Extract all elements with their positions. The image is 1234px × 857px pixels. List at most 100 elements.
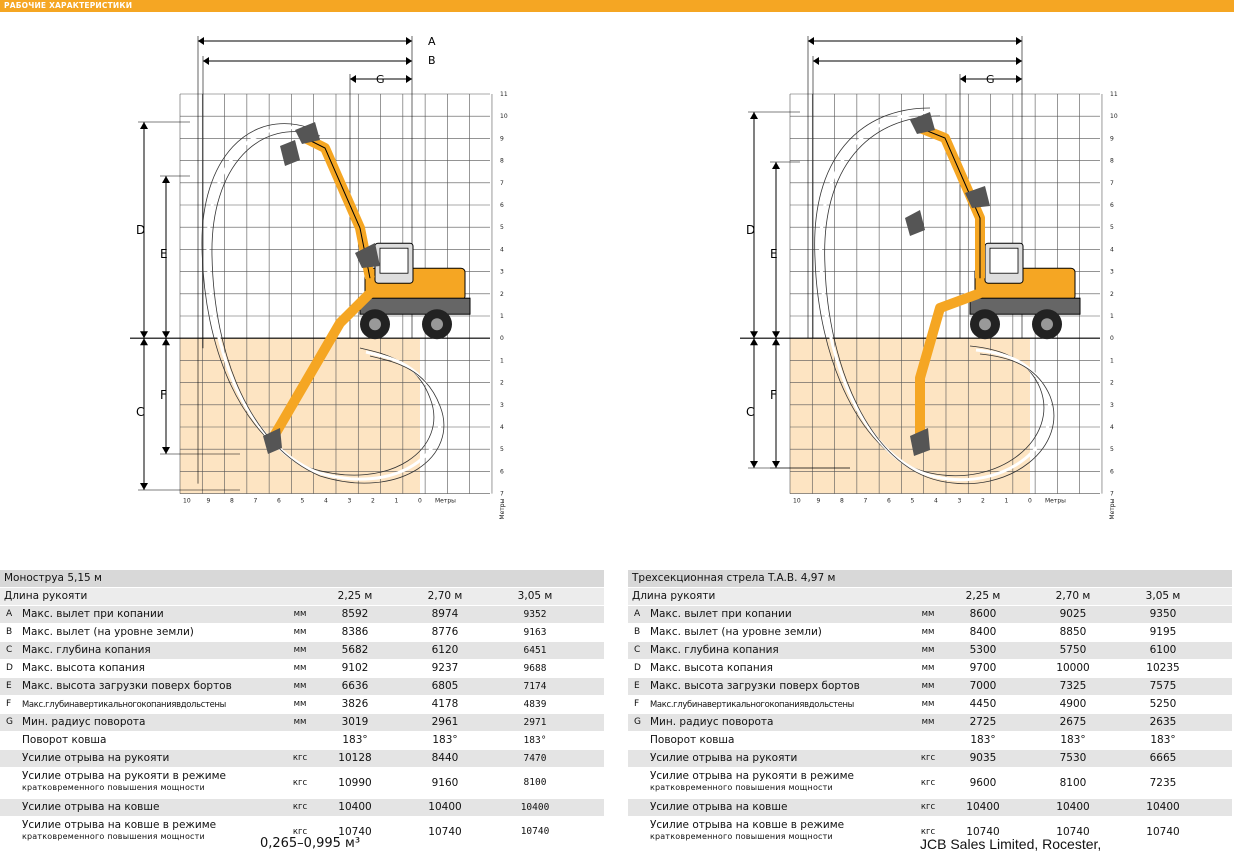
y-tick-label: 3 — [1110, 402, 1114, 409]
row-value: 10000 — [1056, 662, 1090, 674]
x-tick-label: 5 — [911, 498, 915, 505]
y-tick-label: 11 — [500, 91, 508, 98]
row-label: Усилие отрыва на рукояти — [22, 750, 169, 767]
row-unit: кгс — [292, 753, 308, 763]
row-value: 6805 — [431, 680, 459, 692]
row-value: 9688 — [523, 663, 547, 674]
row-label-text: Усилие отрыва на рукояти — [22, 752, 170, 764]
row-label: Усилие отрыва на ковше — [22, 799, 159, 816]
upper-boom-outline — [919, 127, 981, 279]
cab-window — [989, 247, 1019, 274]
x-tick-label: 4 — [934, 498, 938, 505]
row-value: 8850 — [1059, 626, 1087, 638]
x-tick-label: 10 — [793, 498, 801, 505]
row-label-text: Макс. вылет при копании — [650, 608, 792, 620]
row-value: 10740 — [428, 826, 462, 838]
arrowhead — [1016, 75, 1022, 83]
x-tick-label: 5 — [301, 498, 305, 505]
arrowhead — [406, 57, 412, 65]
dimension-label-c: C — [136, 405, 144, 419]
y-tick-label: 5 — [1110, 446, 1114, 453]
y-tick-label: 0 — [500, 335, 504, 342]
row-label-subtext: кратковременного повышения мощности — [22, 783, 205, 792]
arrowhead — [1016, 37, 1022, 45]
y-tick-label: 5 — [500, 224, 504, 231]
row-label-text: Макс. вылет (на уровне земли) — [22, 626, 194, 638]
row-unit: кгс — [292, 827, 308, 837]
row-label-text: Макс. высота загрузки поверх бортов — [22, 680, 232, 692]
row-label-text: Усилие отрыва на ковше — [22, 801, 160, 813]
row-value: 6120 — [431, 644, 459, 656]
dimension-letter: A — [634, 609, 641, 619]
row-label-text: Усилие отрыва на ковше в режиме — [22, 819, 217, 831]
working-envelope — [211, 131, 445, 484]
y-tick-label: 2 — [1110, 380, 1114, 387]
bucket-lower — [263, 428, 282, 454]
y-tick-label: 3 — [1110, 269, 1114, 276]
x-tick-label: 8 — [230, 498, 234, 505]
x-unit-label: Метры — [1045, 498, 1066, 505]
row-label-text: Усилие отрыва на рукояти — [650, 752, 798, 764]
x-tick-label: 4 — [324, 498, 328, 505]
y-tick-label: 1 — [1110, 313, 1114, 320]
dimension-letter: B — [634, 627, 641, 637]
y-tick-label: 3 — [500, 269, 504, 276]
row-label-text: Макс.глубинавертикальногокопаниявдольсте… — [650, 699, 854, 709]
y-tick-label: 3 — [500, 402, 504, 409]
working-envelope — [824, 115, 1055, 485]
arrowhead — [750, 461, 758, 468]
y-tick-label: 10 — [1110, 113, 1118, 120]
row-label-text: Макс. высота копания — [650, 662, 773, 674]
row-value: 4839 — [523, 699, 547, 710]
row-value: 2635 — [1149, 716, 1177, 728]
row-value: 2675 — [1059, 716, 1087, 728]
row-label: Макс. вылет при копании — [650, 606, 792, 623]
row-unit: мм — [293, 609, 307, 619]
row-value: 9160 — [431, 777, 459, 789]
row-label: Усилие отрыва на рукояти — [650, 750, 797, 767]
y-tick-label: 4 — [1110, 424, 1114, 431]
dimension-label-e: E — [160, 247, 168, 261]
arrowhead — [350, 75, 356, 83]
row-label-text: Макс. высота загрузки поверх бортов — [650, 680, 860, 692]
table-title-row: Моноструа 5,15 м — [0, 570, 604, 588]
x-tick-label: 9 — [817, 498, 821, 505]
row-label-text: Усилие отрыва на ковше в режиме — [650, 819, 845, 831]
row-value: 4900 — [1059, 698, 1087, 710]
y-tick-label: 1 — [1110, 357, 1114, 364]
y-tick-label: 7 — [1110, 180, 1114, 187]
ground-area — [180, 338, 420, 494]
row-value: 6665 — [1149, 752, 1177, 764]
row-value: 5300 — [969, 644, 997, 656]
arrowhead — [140, 122, 148, 129]
bucket-mid — [905, 210, 925, 236]
row-value: 7325 — [1059, 680, 1087, 692]
row-value: 9163 — [523, 627, 547, 638]
row-value: 9035 — [969, 752, 997, 764]
cab-window — [379, 247, 409, 274]
x-tick-label: 3 — [348, 498, 352, 505]
x-tick-label: 3 — [958, 498, 962, 505]
row-value: 5682 — [341, 644, 369, 656]
dimension-letter: A — [6, 609, 13, 619]
row-label: Макс. глубина копания — [22, 642, 151, 659]
y-tick-label: 4 — [1110, 246, 1114, 253]
x-tick-label: 6 — [887, 498, 891, 505]
lower-boom — [915, 288, 982, 438]
row-value: 10740 — [520, 826, 550, 837]
row-value: 8400 — [969, 626, 997, 638]
x-tick-label: 8 — [840, 498, 844, 505]
arm-length-value: 3,05 м — [517, 590, 553, 602]
wheel-hub — [979, 318, 991, 331]
y-tick-label: 9 — [1110, 135, 1114, 142]
company-name: JCB Sales Limited, Rocester, — [920, 836, 1102, 852]
